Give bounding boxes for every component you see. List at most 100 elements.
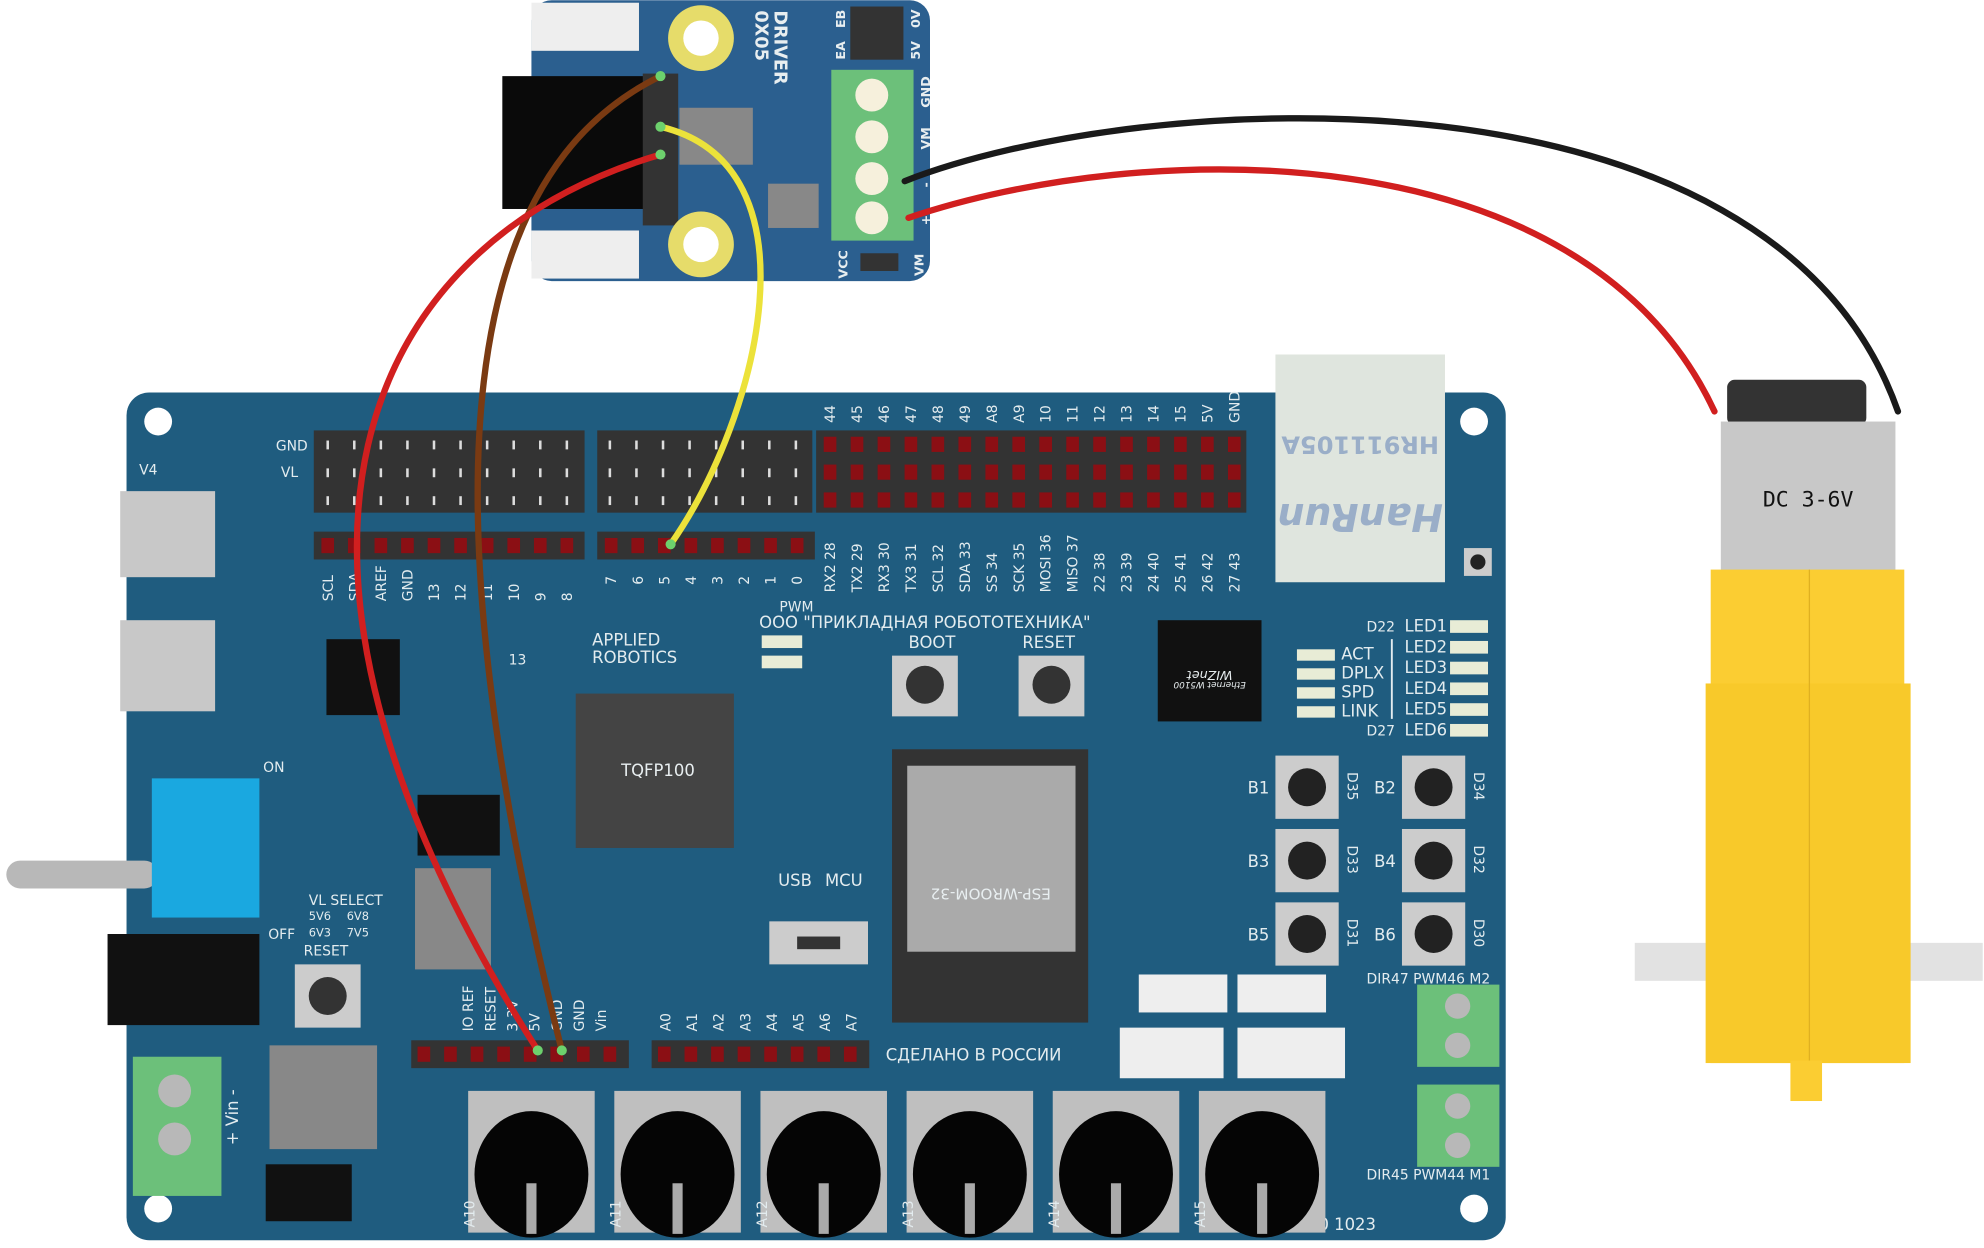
pin[interactable] — [432, 496, 436, 506]
pin[interactable] — [485, 496, 489, 506]
pin[interactable] — [1201, 492, 1214, 508]
potentiometer-a11[interactable] — [614, 1090, 741, 1238]
pin[interactable] — [635, 496, 638, 506]
pin[interactable] — [406, 440, 409, 450]
pin[interactable] — [512, 440, 515, 450]
pin[interactable] — [635, 440, 638, 450]
pin[interactable] — [533, 537, 547, 554]
button-b3[interactable] — [1275, 828, 1339, 893]
pin[interactable] — [1201, 436, 1214, 452]
pin[interactable] — [512, 468, 515, 478]
pin[interactable] — [985, 492, 999, 508]
pin[interactable] — [353, 468, 356, 478]
pin[interactable] — [714, 440, 718, 450]
pin[interactable] — [1066, 492, 1079, 508]
pin[interactable] — [661, 440, 665, 450]
potentiometer-a13[interactable] — [906, 1090, 1034, 1238]
pin[interactable] — [565, 468, 569, 478]
pin[interactable] — [1039, 464, 1052, 480]
pin[interactable] — [432, 468, 436, 478]
pin[interactable] — [353, 440, 356, 450]
pin[interactable] — [850, 464, 864, 480]
pin[interactable] — [1012, 436, 1026, 452]
pin[interactable] — [608, 496, 612, 506]
pin[interactable] — [904, 464, 918, 480]
pin[interactable] — [565, 496, 569, 506]
pin[interactable] — [379, 468, 383, 478]
pin[interactable] — [417, 1046, 431, 1062]
button-b1[interactable] — [1275, 755, 1339, 819]
pin[interactable] — [688, 440, 691, 450]
pin[interactable] — [764, 1046, 777, 1062]
pin[interactable] — [768, 440, 771, 450]
pin[interactable] — [904, 436, 918, 452]
pin[interactable] — [576, 1046, 590, 1062]
pin[interactable] — [470, 1046, 484, 1062]
wire-brown-gnd[interactable] — [474, 72, 664, 1054]
pin[interactable] — [1093, 464, 1106, 480]
reset-button[interactable] — [1018, 655, 1085, 717]
reset-button-left[interactable] — [294, 964, 361, 1028]
pin[interactable] — [877, 492, 891, 508]
pin[interactable] — [635, 468, 638, 478]
button-b4[interactable] — [1401, 828, 1466, 893]
pin[interactable] — [1012, 492, 1026, 508]
pin[interactable] — [1120, 492, 1133, 508]
pin[interactable] — [459, 496, 462, 506]
power-switch[interactable] — [151, 778, 260, 918]
pin[interactable] — [1201, 464, 1214, 480]
pin[interactable] — [326, 440, 329, 450]
pin[interactable] — [931, 492, 945, 508]
pin[interactable] — [374, 537, 388, 554]
pin[interactable] — [560, 537, 574, 554]
button-b5[interactable] — [1275, 902, 1339, 966]
pin[interactable] — [661, 468, 665, 478]
pin[interactable] — [539, 468, 542, 478]
pin[interactable] — [904, 492, 918, 508]
pin[interactable] — [1039, 492, 1052, 508]
pin[interactable] — [1093, 436, 1106, 452]
pin[interactable] — [379, 496, 383, 506]
potentiometer-a15[interactable] — [1198, 1090, 1326, 1238]
pin[interactable] — [823, 492, 837, 508]
pin[interactable] — [684, 1046, 698, 1062]
driver-terminal[interactable] — [831, 69, 914, 241]
pin[interactable] — [485, 468, 489, 478]
pin[interactable] — [480, 537, 494, 554]
pin[interactable] — [1227, 464, 1241, 480]
pin[interactable] — [794, 496, 798, 506]
pin[interactable] — [768, 468, 771, 478]
pin[interactable] — [1227, 492, 1241, 508]
pin[interactable] — [877, 436, 891, 452]
pin[interactable] — [958, 464, 972, 480]
pin[interactable] — [1093, 492, 1106, 508]
pin[interactable] — [379, 440, 383, 450]
pin[interactable] — [768, 496, 771, 506]
pin[interactable] — [497, 1046, 510, 1062]
pin[interactable] — [794, 468, 798, 478]
pin[interactable] — [794, 440, 798, 450]
pin[interactable] — [688, 496, 691, 506]
boot-button[interactable] — [892, 655, 958, 717]
pin[interactable] — [1174, 492, 1187, 508]
pin[interactable] — [1066, 436, 1079, 452]
pin[interactable] — [539, 440, 542, 450]
pin[interactable] — [657, 1046, 671, 1062]
pin[interactable] — [1227, 436, 1241, 452]
pin[interactable] — [1120, 464, 1133, 480]
pin[interactable] — [1039, 436, 1052, 452]
pin[interactable] — [688, 468, 691, 478]
pin[interactable] — [603, 1046, 617, 1062]
pin[interactable] — [741, 440, 744, 450]
potentiometer-a10[interactable] — [468, 1090, 595, 1238]
pin[interactable] — [406, 496, 409, 506]
pin[interactable] — [958, 436, 972, 452]
pin[interactable] — [843, 1046, 857, 1062]
potentiometer-a14[interactable] — [1052, 1090, 1180, 1238]
pin[interactable] — [711, 1046, 724, 1062]
pin[interactable] — [1174, 464, 1187, 480]
potentiometer-a12[interactable] — [760, 1090, 887, 1238]
pin[interactable] — [608, 440, 612, 450]
pin[interactable] — [1147, 492, 1160, 508]
pin[interactable] — [631, 537, 645, 554]
